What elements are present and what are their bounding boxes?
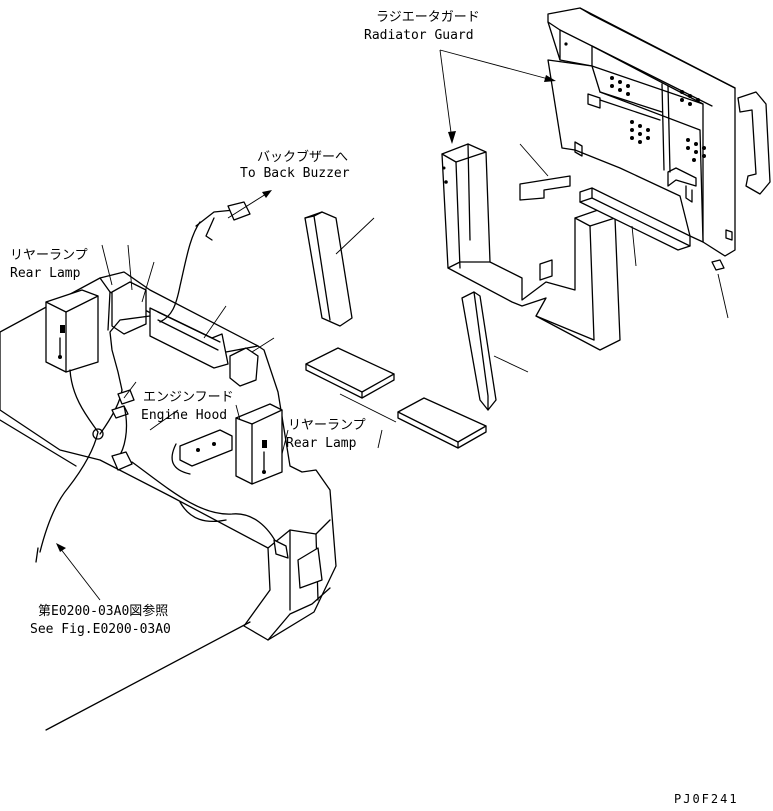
spacer-leader (519, 143, 549, 177)
clip (711, 259, 725, 271)
clip-leader (717, 273, 729, 319)
spacer-block (519, 175, 571, 201)
back-buzzer-arrowhead (262, 190, 272, 198)
engine-hood-label-en: Engine Hood (141, 408, 228, 423)
rear-lamp-right (235, 403, 283, 485)
mats-leader-1 (339, 393, 397, 423)
back-buzzer-label-jp: バックブザーへ (257, 150, 349, 165)
rear-lamp-left-leader-2 (127, 244, 133, 291)
see-fig-arrowhead (56, 543, 66, 552)
side-rail-leader (335, 217, 375, 255)
body-edge-line-2 (45, 621, 251, 731)
rear-lamp-left (45, 289, 99, 373)
rear-lamp-left-label-jp: リヤーランプ (10, 248, 88, 263)
see-fig-label-en: See Fig.E0200-03A0 (30, 622, 171, 637)
engine-hood-leader-2 (149, 409, 179, 431)
lamp-mounting-brackets (111, 281, 259, 387)
side-plate-leader (493, 355, 529, 373)
side-plate-center (461, 291, 497, 411)
seal-bar-leader (631, 225, 637, 267)
body-edge-line-1 (0, 419, 77, 467)
rear-lamp-right-label-en: Rear Lamp (286, 436, 357, 451)
radiator-guard-label-jp: ラジエータガード (376, 10, 480, 25)
seal-bar (579, 187, 691, 251)
drawing-code: PJ0F241 (674, 792, 739, 806)
bracket-leader-1 (141, 261, 155, 303)
engine-hood-leader-3 (235, 404, 241, 421)
radiator-guard-label-en: Radiator Guard (364, 28, 474, 43)
engine-hood-label-jp: エンジンフード (143, 390, 234, 405)
bracket-leader-3 (251, 337, 275, 353)
radiator-guard-leader-2 (439, 49, 553, 81)
wiring-harness (35, 201, 289, 563)
see-fig-arrow-line (59, 547, 101, 601)
side-rail (304, 211, 353, 327)
terminal-plate (179, 429, 233, 467)
rear-lamp-left-leader-1 (101, 244, 113, 286)
rear-lamp-left-label-en: Rear Lamp (10, 266, 81, 281)
engine-hood-leader-1 (123, 381, 137, 399)
floor-mat-2 (397, 397, 487, 449)
rear-lamp-right-label-jp: リヤーランプ (288, 418, 366, 433)
back-buzzer-arrow-line (227, 193, 267, 219)
rear-lamp-right-leader (281, 429, 289, 455)
radiator-guard-leader-1 (439, 49, 453, 141)
floor-mat-1 (305, 347, 395, 399)
mats-leader-2 (377, 429, 383, 449)
see-fig-label-jp: 第E0200-03A0図参照 (38, 604, 169, 619)
back-buzzer-label-en: To Back Buzzer (240, 166, 350, 181)
bracket-leader-2 (203, 305, 227, 339)
